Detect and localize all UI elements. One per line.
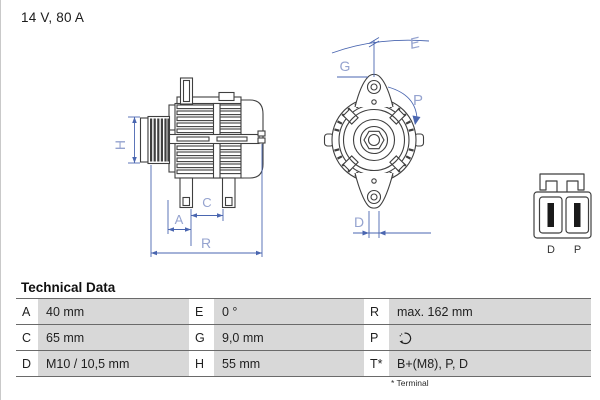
cell-key-d: D (16, 351, 38, 376)
front-view-dimensions (331, 37, 431, 238)
connector-labels: D P (547, 244, 581, 256)
connector-clip (539, 173, 585, 194)
dim-label-h: H (112, 140, 128, 150)
side-view-dimension-labels: H A C R (112, 140, 212, 251)
front-view (323, 73, 425, 209)
side-view (139, 77, 266, 209)
cell-key-c: C (16, 325, 38, 350)
cell-value-c: 65 mm (38, 325, 189, 350)
dim-label-e: E (408, 34, 423, 53)
rotation-direction-icon (399, 332, 412, 344)
technical-data-table: A 40 mm E 0 ° R max. 162 mm C 65 mm G 9,… (16, 298, 591, 377)
shaft-nut (363, 130, 385, 150)
cell-key-p: P (364, 325, 389, 350)
dim-label-p: P (413, 92, 423, 109)
table-row: A 40 mm E 0 ° R max. 162 mm (16, 299, 591, 325)
cell-value-h: 55 mm (214, 351, 364, 376)
cell-value-a: 40 mm (38, 299, 189, 324)
side-view-dimensions (128, 116, 263, 257)
cell-value-p-rotation (389, 325, 591, 350)
dim-label-g: G (340, 58, 351, 74)
cell-key-g: G (189, 325, 214, 350)
connector-diagram (533, 173, 592, 239)
b-plus-terminal (257, 130, 266, 144)
table-row: D M10 / 10,5 mm H 55 mm T* B+(M8), P, D (16, 351, 591, 376)
dim-label-a: A (175, 212, 184, 227)
table-row: C 65 mm G 9,0 mm P (16, 325, 591, 351)
voltage-amperage-title: 14 V, 80 A (21, 10, 85, 25)
cell-key-r: R (364, 299, 389, 324)
cell-key-t: T* (364, 351, 389, 376)
connector-pin-d (547, 203, 554, 227)
connector-label-p: P (574, 244, 581, 256)
cell-value-e: 0 ° (214, 299, 364, 324)
dim-label-r: R (201, 235, 211, 251)
cell-key-e: E (189, 299, 214, 324)
dim-label-c: C (202, 195, 211, 210)
connector-pin-p (574, 203, 581, 227)
cell-value-t: B+(M8), P, D (389, 351, 591, 376)
cell-value-r: max. 162 mm (389, 299, 591, 324)
cell-value-d: M10 / 10,5 mm (38, 351, 189, 376)
cell-key-h: H (189, 351, 214, 376)
terminal-footnote: * Terminal (391, 378, 429, 388)
cell-key-a: A (16, 299, 38, 324)
pulley (139, 115, 171, 165)
alternator-technical-drawing: H A C R (112, 34, 592, 257)
cooling-fins-front (176, 104, 216, 175)
dim-label-d: D (354, 214, 364, 230)
connector-label-d: D (547, 244, 555, 256)
table-title: Technical Data (21, 280, 116, 295)
cell-value-g: 9,0 mm (214, 325, 364, 350)
